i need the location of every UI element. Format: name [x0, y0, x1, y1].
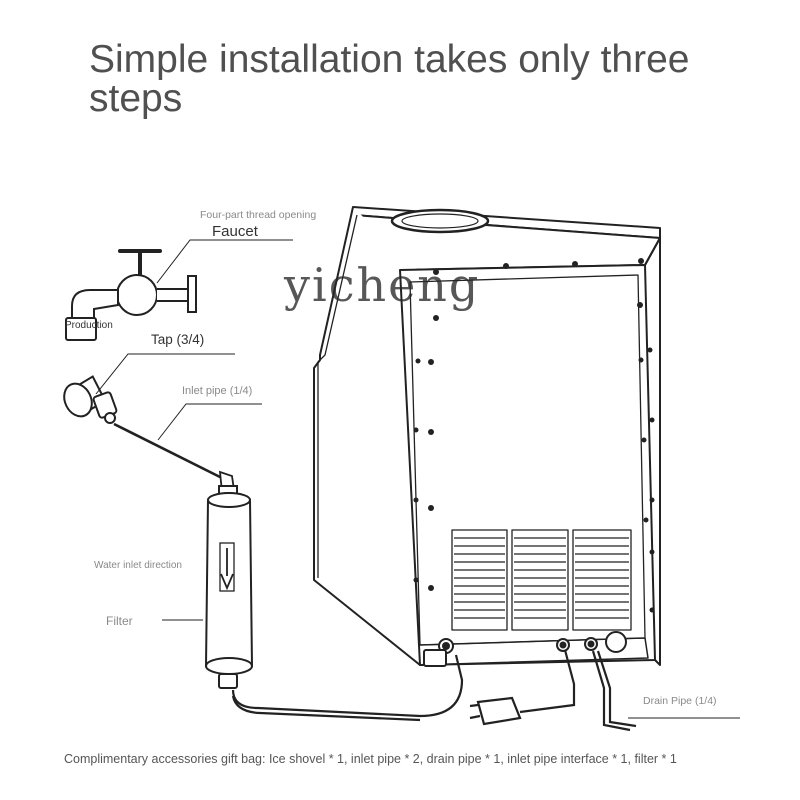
label-drain-pipe: Drain Pipe (1/4) [643, 695, 717, 707]
watermark-text: yicheng [284, 258, 481, 312]
label-faucet: Faucet [212, 223, 259, 240]
inlet-pipe [113, 422, 236, 494]
filter-cartridge [204, 485, 254, 689]
callout-lines [95, 239, 740, 719]
label-filter: Filter [106, 614, 133, 628]
bottom-ports [423, 631, 627, 667]
faucet-illustration [65, 249, 197, 341]
label-production: Production [65, 320, 113, 331]
label-water-inlet-direction: Water inlet direction [94, 560, 182, 571]
label-inlet-pipe: Inlet pipe (1/4) [182, 385, 252, 397]
label-thread-opening: Four-part thread opening [200, 209, 316, 221]
ice-machine [313, 206, 661, 667]
connection-pipes [231, 649, 637, 732]
label-tap: Tap (3/4) [151, 332, 204, 347]
vent-grille [451, 529, 632, 631]
page-title: Simple installation takes only three ste… [89, 38, 690, 120]
tap-connector [63, 375, 118, 424]
rivets [413, 258, 655, 613]
accessories-note: Complimentary accessories gift bag: Ice … [64, 752, 677, 766]
